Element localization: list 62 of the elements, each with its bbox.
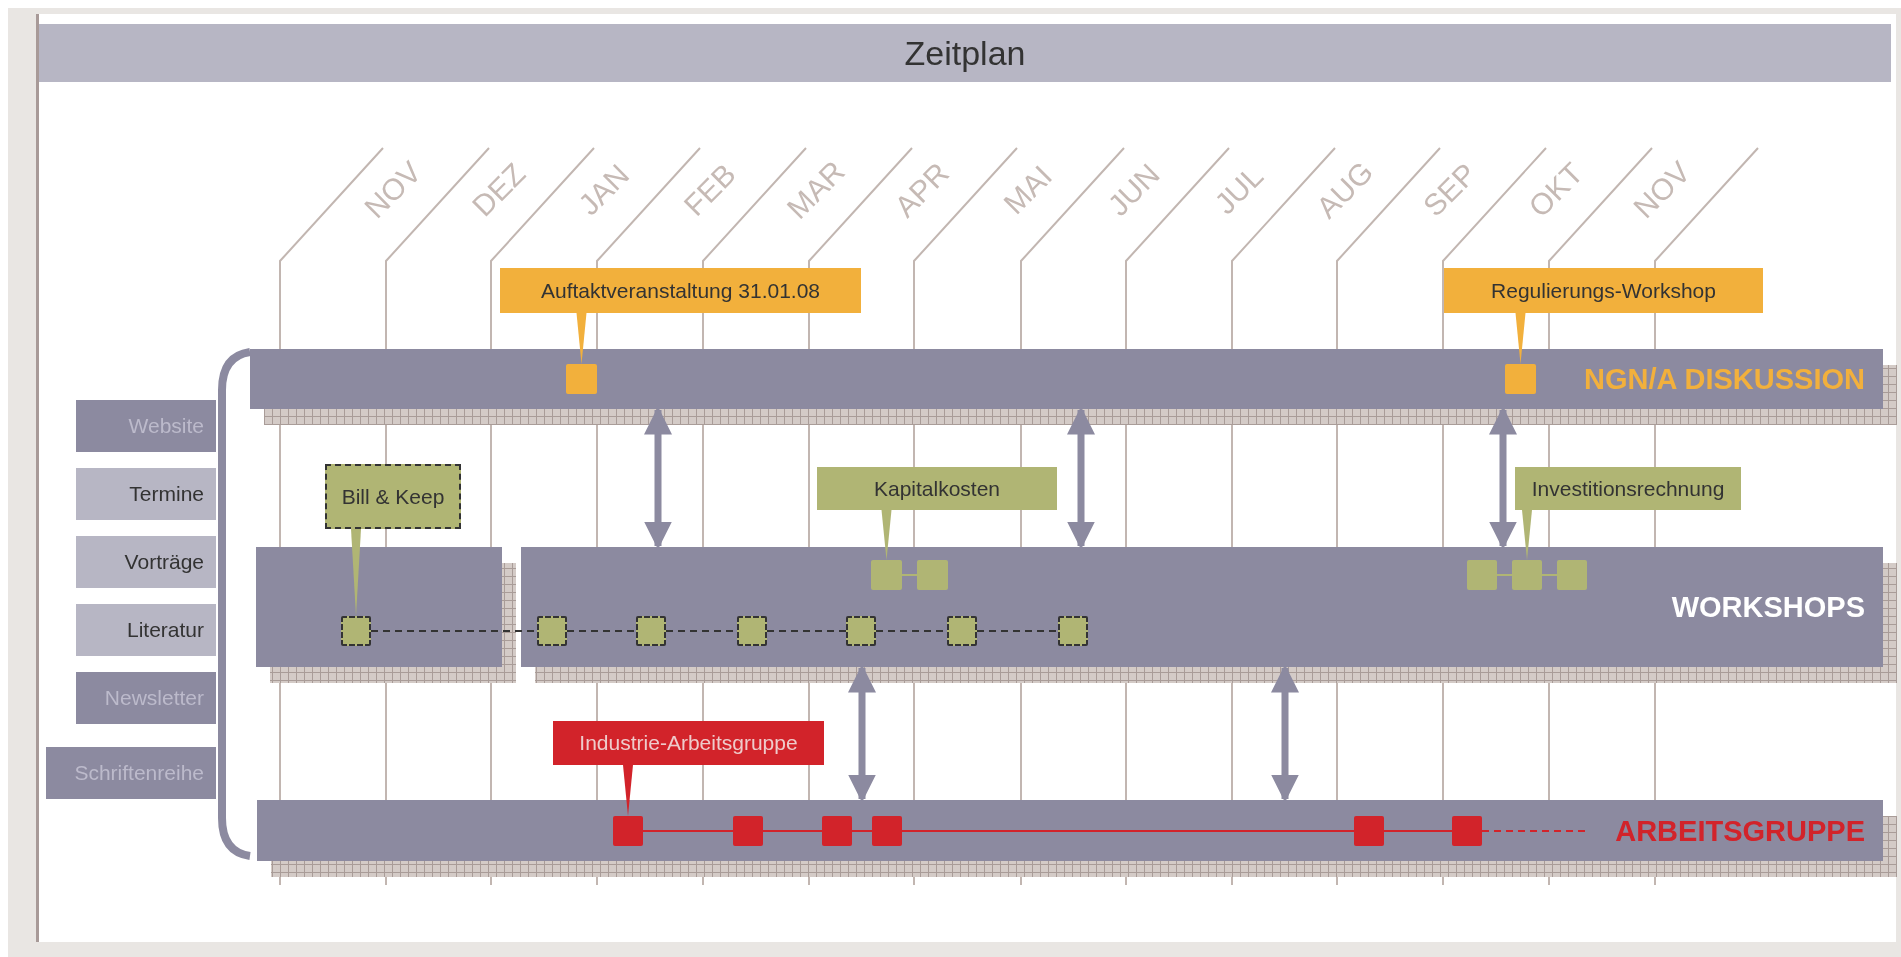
- milestone-marker: [917, 560, 948, 590]
- milestone-marker: [846, 616, 876, 646]
- connector-line: [976, 630, 1059, 632]
- milestone-marker: [1452, 816, 1482, 846]
- milestone-marker: [1058, 616, 1088, 646]
- month-label: JAN: [570, 156, 637, 224]
- connector-line: [642, 830, 734, 832]
- milestone-marker: [947, 616, 977, 646]
- callout-label: Auftaktveranstaltung 31.01.08: [500, 268, 861, 313]
- connector-line: [901, 830, 1355, 832]
- milestone-marker: [872, 816, 902, 846]
- month-label: MAI: [995, 158, 1059, 223]
- milestone-marker: [636, 616, 666, 646]
- month-label: JUL: [1207, 158, 1271, 223]
- category-tab: Literatur: [76, 604, 216, 656]
- milestone-marker: [1512, 560, 1542, 590]
- category-tab: Vorträge: [76, 536, 216, 588]
- milestone-marker: [537, 616, 567, 646]
- band-title: ARBEITSGRUPPE: [1615, 814, 1865, 847]
- milestone-marker: [737, 616, 767, 646]
- category-tab: Termine: [76, 468, 216, 520]
- connector-line: [566, 630, 637, 632]
- timeline-band: [250, 349, 1883, 409]
- leader-line: [881, 510, 892, 560]
- timeline-band: [256, 547, 502, 667]
- connector-line: [1481, 830, 1586, 832]
- connector-line: [901, 574, 918, 576]
- leader-line: [576, 313, 587, 364]
- double-arrow: [1271, 664, 1299, 803]
- month-label: SEP: [1415, 155, 1484, 225]
- connector-line: [766, 630, 847, 632]
- connector-line: [1541, 574, 1558, 576]
- milestone-marker: [871, 560, 902, 590]
- double-arrow: [1067, 406, 1095, 550]
- milestone-marker: [566, 364, 597, 394]
- double-arrow: [644, 406, 672, 550]
- timeline-band: [521, 547, 1883, 667]
- double-arrow: [848, 664, 876, 803]
- milestone-marker: [1505, 364, 1536, 394]
- title-bar: Zeitplan: [39, 24, 1891, 82]
- milestone-marker: [1467, 560, 1497, 590]
- milestone-marker: [1354, 816, 1384, 846]
- connector-line: [1496, 574, 1513, 576]
- callout-label: Bill & Keep: [325, 464, 461, 529]
- timeline-band: [257, 800, 1883, 861]
- band-title: NGN/A DISKUSSION: [1584, 362, 1865, 396]
- callout-label: Investitionsrechnung: [1515, 467, 1741, 510]
- month-label: FEB: [676, 156, 743, 224]
- milestone-marker: [613, 816, 643, 846]
- connector-line: [1383, 830, 1453, 832]
- connector-line: [851, 830, 873, 832]
- milestone-marker: [341, 616, 371, 646]
- connector-line: [762, 830, 823, 832]
- callout-label: Industrie-Arbeitsgruppe: [553, 721, 824, 765]
- callout-label: Regulierungs-Workshop: [1444, 268, 1763, 313]
- leader-line: [1515, 313, 1526, 364]
- milestone-marker: [733, 816, 763, 846]
- milestone-marker: [822, 816, 852, 846]
- band-title: WORKSHOPS: [1671, 590, 1865, 624]
- double-arrow: [1489, 406, 1517, 550]
- milestone-marker: [1557, 560, 1587, 590]
- callout-label: Kapitalkosten: [817, 467, 1057, 510]
